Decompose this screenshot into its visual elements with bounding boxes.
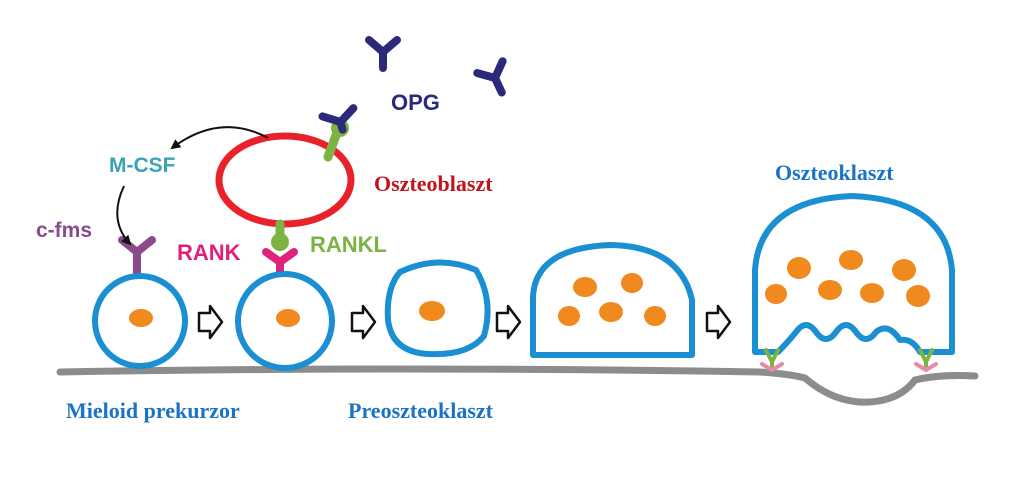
nucleus: [621, 273, 643, 293]
nucleus: [818, 280, 842, 300]
myeloid-precursor-label: Mieloid prekurzor: [66, 398, 240, 423]
nucleus: [419, 301, 445, 321]
rankl-label: RANKL: [310, 232, 387, 257]
nucleus: [599, 302, 623, 322]
cfms-label: c-fms: [36, 219, 92, 242]
mcsf-label: M-CSF: [109, 154, 176, 177]
osteoblast-label: Oszteoblaszt: [374, 171, 493, 196]
myeloid-precursor-cell: [92, 273, 188, 369]
opg-molecule: [473, 57, 507, 97]
hollow-arrow-icon: [197, 304, 224, 340]
nucleus: [839, 250, 863, 270]
nucleus: [573, 277, 597, 297]
nucleus: [906, 285, 930, 307]
nucleus: [276, 309, 300, 327]
osteoclast-label: Oszteoklaszt: [775, 160, 894, 185]
rank-label: RANK: [177, 240, 241, 265]
nucleus: [787, 257, 811, 279]
cfms-receptor: [118, 236, 156, 280]
rank-precursor-cell: [235, 271, 335, 371]
curved-arrow-icon: [116, 185, 132, 246]
integrin-icon: [760, 362, 784, 373]
integrin-icon: [918, 348, 934, 370]
integrin-icon: [764, 348, 780, 370]
opg-molecule: [365, 36, 401, 72]
bone-surface: [56, 365, 979, 406]
multinucleated-cell: [530, 242, 695, 358]
curved-arrow-icon: [170, 126, 269, 150]
nucleus: [765, 284, 787, 304]
osteoclast-cell: [752, 193, 955, 373]
rankl-opg-complex: [318, 104, 358, 162]
osteoblast-cell: [215, 132, 355, 228]
hollow-arrow-icon: [495, 304, 522, 340]
hollow-arrow-icon: [705, 304, 732, 340]
preosteoclast-label: Preoszteoklaszt: [348, 398, 494, 423]
nucleus: [129, 309, 153, 327]
opg-label: OPG: [391, 90, 440, 115]
hollow-arrow-icon: [350, 304, 377, 340]
nucleus: [558, 306, 580, 326]
rankl-molecule: [271, 219, 289, 251]
integrin-icon: [914, 362, 938, 373]
nucleus: [892, 259, 916, 281]
nucleus: [644, 306, 666, 326]
nucleus: [860, 283, 884, 303]
preosteoclast-cell: [384, 259, 491, 358]
